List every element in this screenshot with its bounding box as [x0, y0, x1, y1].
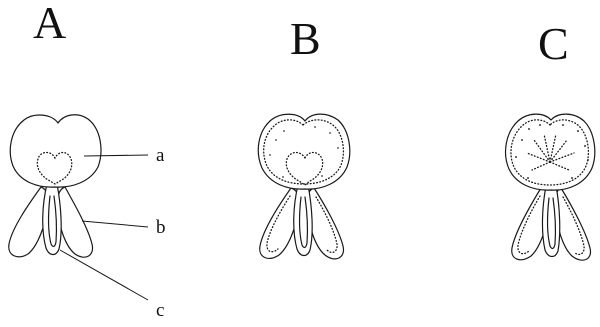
flower-a — [9, 115, 101, 257]
callout-label-c: c — [156, 300, 164, 321]
flower-c-keel — [542, 186, 559, 257]
panel-label-c: C — [538, 18, 569, 69]
callout-label-b: b — [156, 217, 166, 238]
flower-a-right-wing — [57, 187, 93, 257]
flower-a-standard — [10, 115, 101, 187]
flower-b — [258, 114, 350, 259]
flower-b-standard — [258, 114, 350, 189]
flower-b-keel — [294, 185, 312, 256]
leader-line-b — [82, 221, 148, 227]
flower-c — [506, 114, 595, 260]
panel-label-a: A — [33, 0, 66, 48]
panel-label-b: B — [290, 13, 321, 64]
callout-label-a: a — [156, 145, 165, 166]
flower-a-keel — [43, 184, 61, 255]
leader-line-c — [60, 250, 148, 300]
